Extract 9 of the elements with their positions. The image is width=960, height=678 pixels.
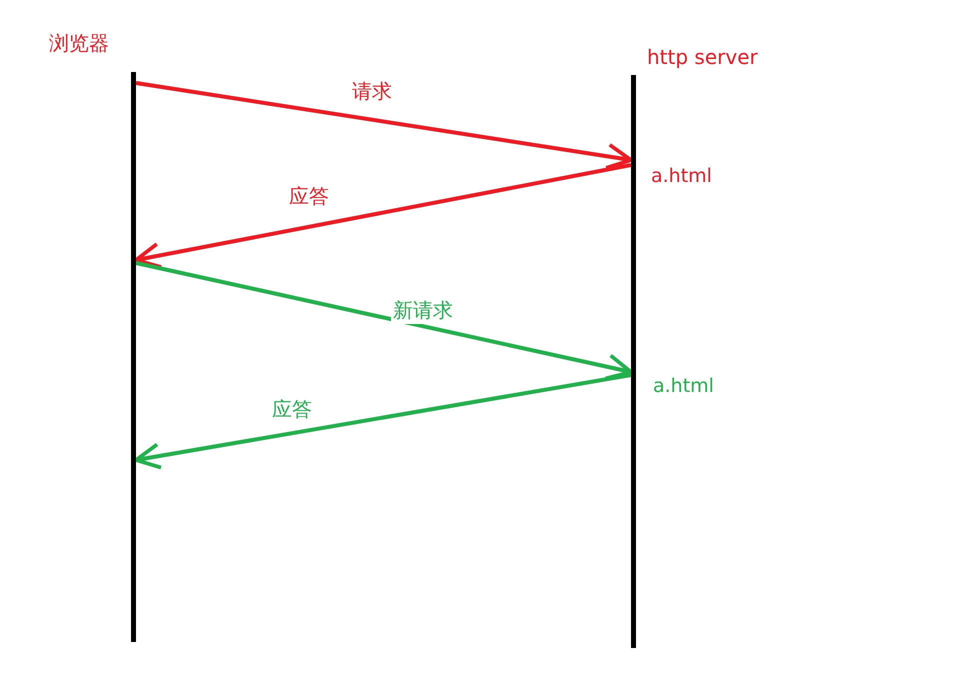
- arrow: [134, 163, 632, 269]
- arrow: [136, 261, 633, 380]
- resource-label: a.html: [653, 375, 714, 397]
- lifeline-title: 浏览器: [49, 30, 109, 57]
- arrow: [134, 373, 632, 470]
- lifeline-title: http server: [647, 45, 758, 69]
- edge-label: 新请求: [391, 297, 455, 324]
- resource-label: a.html: [651, 165, 712, 187]
- arrow: [136, 81, 633, 170]
